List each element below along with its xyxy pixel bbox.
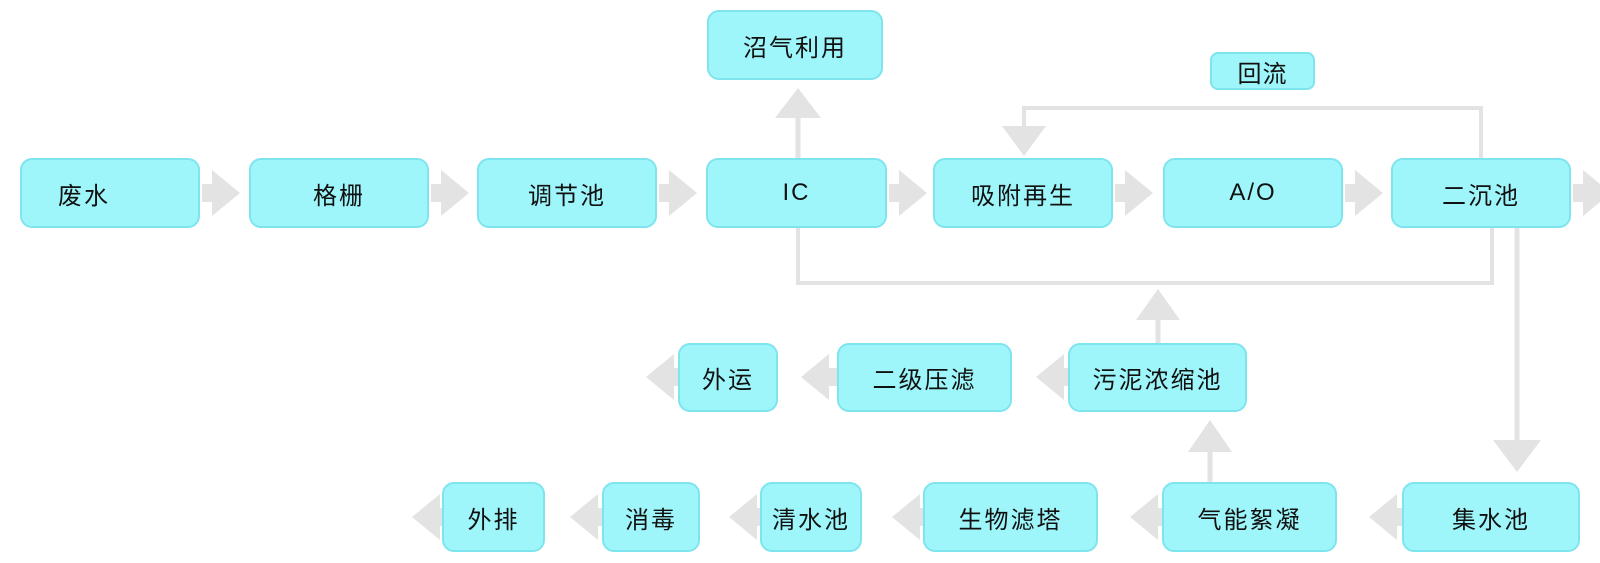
node-bar-screen: 格栅 — [249, 158, 429, 228]
node-biogas-use: 沼气利用 — [707, 10, 883, 80]
arrow-ic-to-biogas — [775, 88, 821, 158]
node-wastewater: 废水 — [20, 158, 200, 228]
arrow-barscreen-to-regulatingtank — [431, 170, 469, 216]
arrow-collectiontank-to-flocculation — [1369, 494, 1405, 540]
arrow-clarifier-to-collectiontank — [1493, 228, 1541, 472]
arrow-flocculation-to-thickener — [1188, 420, 1232, 482]
node-reflux-label: 回流 — [1210, 52, 1315, 90]
node-ic-reactor: IC — [706, 158, 887, 228]
node-air-flocculation: 气能絮凝 — [1162, 482, 1337, 552]
arrow-thickener-up-to-loop — [1136, 289, 1180, 343]
arrow-wastewater-to-barscreen — [202, 170, 240, 216]
node-clean-water-tank: 清水池 — [760, 482, 862, 552]
arrow-outwardtransport-outflow — [646, 354, 682, 400]
arrow-disinfection-to-discharge — [570, 494, 604, 540]
node-outward-transport: 外运 — [678, 343, 778, 412]
node-ao-process: A/O — [1163, 158, 1343, 228]
arrow-thickener-to-filterpress — [1036, 354, 1070, 400]
arrow-filterpress-to-outwardtransport — [801, 354, 839, 400]
node-adsorption-regeneration: 吸附再生 — [933, 158, 1113, 228]
arrow-ic-to-adsorption — [889, 170, 927, 216]
arrow-regulatingtank-to-ic — [659, 170, 697, 216]
arrow-cleanwater-to-disinfection — [729, 494, 763, 540]
node-secondary-filter-press: 二级压滤 — [837, 343, 1012, 412]
node-regulating-tank: 调节池 — [477, 158, 657, 228]
node-disinfection: 消毒 — [602, 482, 700, 552]
node-collection-tank: 集水池 — [1402, 482, 1580, 552]
node-discharge: 外排 — [442, 482, 545, 552]
sludge-loop-line-ic-clarifier — [796, 228, 1494, 285]
arrow-adsorption-to-ao — [1115, 170, 1153, 216]
node-bio-filter-tower: 生物滤塔 — [923, 482, 1098, 552]
reflux-line-clarifier-to-adsorption — [1002, 106, 1483, 158]
node-sludge-thickener: 污泥浓缩池 — [1068, 343, 1247, 412]
node-secondary-clarifier: 二沉池 — [1391, 158, 1571, 228]
arrow-discharge-outflow — [412, 494, 446, 540]
arrow-flocculation-to-biofilter — [1130, 494, 1165, 540]
arrow-ao-to-clarifier — [1345, 170, 1383, 216]
arrow-clarifier-outflow — [1573, 170, 1600, 216]
arrow-biofilter-to-cleanwater — [892, 494, 926, 540]
